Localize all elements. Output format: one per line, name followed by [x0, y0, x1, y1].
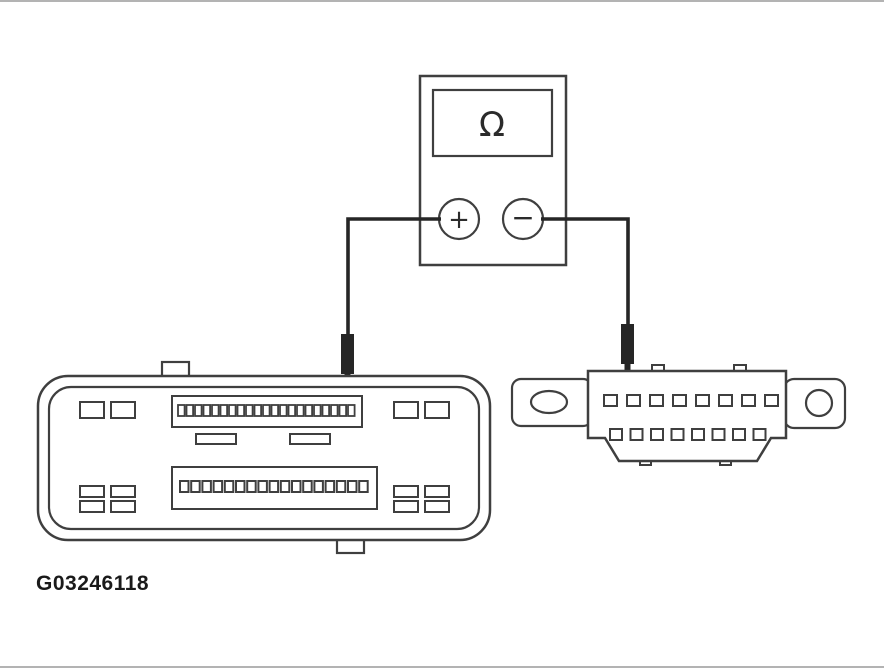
pcm-top-pin-block	[171, 395, 363, 428]
ohmmeter: Ω + −	[418, 74, 568, 267]
dlc-right-ear-hole	[804, 388, 834, 418]
diagnostic-connector	[510, 364, 847, 466]
negative-lead-wire	[541, 217, 630, 330]
positive-probe-grip	[341, 334, 354, 374]
pcm-bottom-left-terminals	[79, 485, 136, 513]
pcm-connector	[36, 360, 492, 555]
dlc-left-ear-slot	[529, 389, 569, 415]
ohmmeter-display	[431, 88, 554, 158]
pcm-keyway-right	[289, 433, 331, 445]
ohm-symbol: Ω	[479, 105, 505, 145]
dlc-top-pin-row	[603, 394, 779, 407]
pcm-bottom-right-terminals	[393, 485, 450, 513]
dlc-bottom-pin-row	[609, 428, 767, 441]
positive-terminal: +	[437, 197, 481, 241]
figure-id: G03246118	[36, 572, 150, 595]
negative-probe-grip	[621, 324, 634, 364]
positive-lead-wire	[346, 217, 441, 340]
negative-terminal-label: −	[511, 201, 534, 234]
pcm-top-right-terminals	[393, 401, 450, 419]
pcm-keyway-left	[195, 433, 237, 445]
pcm-inner-shell	[47, 385, 481, 531]
negative-terminal: −	[501, 197, 545, 241]
pcm-top-left-terminals	[79, 401, 136, 419]
dlc-body	[586, 369, 788, 463]
pcm-top-pin-row	[177, 404, 356, 417]
pcm-bottom-pin-row	[179, 480, 369, 493]
positive-terminal-label: +	[448, 205, 470, 235]
pcm-bottom-pin-block	[171, 466, 378, 510]
